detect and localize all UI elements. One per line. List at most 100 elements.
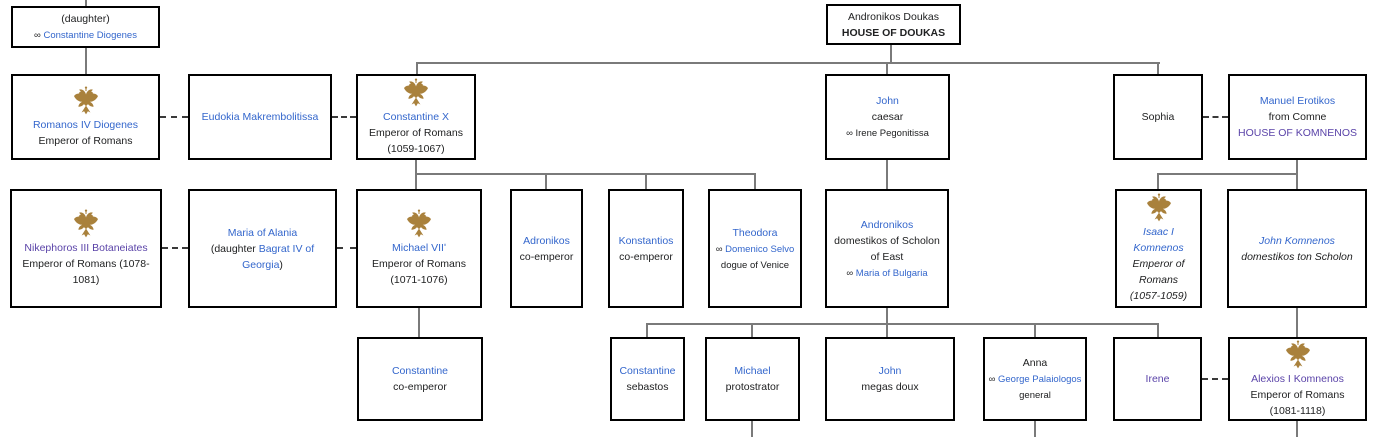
person-link[interactable]: Maria of Bulgaria: [855, 267, 928, 279]
person-box-text-line: ∞ Maria of Bulgaria: [830, 265, 944, 281]
person-text: co-emperor: [519, 250, 574, 263]
person-box-anna: Anna ∞ George Palaiologos general: [983, 337, 1087, 421]
connector-line: [1157, 64, 1159, 74]
person-link[interactable]: Constantine: [391, 365, 449, 377]
person-box-constantine-x: Constantine X Emperor of Romans(1059-1067…: [356, 74, 476, 160]
person-box-text-line: Emperor of Romans: [16, 133, 155, 149]
person-box-text-line: ∞ Irene Pegonitissa: [830, 125, 945, 141]
person-text: protostrator: [725, 381, 780, 393]
person-box-text-line: HOUSE OF KOMNENOS: [1233, 125, 1362, 141]
connector-line: [751, 421, 753, 437]
connector-line: [545, 175, 547, 189]
person-link[interactable]: Romanos IV Diogenes: [32, 118, 139, 131]
person-box-text-line: Irene: [1118, 371, 1197, 387]
connector-line: [1296, 308, 1298, 337]
person-link[interactable]: Adronikos: [523, 234, 570, 247]
person-link[interactable]: Alexios I Komnenos: [1251, 372, 1344, 385]
person-box-text-line: megas doux: [830, 379, 950, 395]
person-link[interactable]: John: [876, 95, 899, 107]
person-link[interactable]: Eudokia Makrembolitissa: [201, 111, 319, 123]
person-box-text-line: Eudokia Makrembolitissa: [193, 109, 327, 125]
marriage-dashed-line: [332, 116, 356, 118]
person-text: Anna: [1022, 357, 1048, 369]
person-box-text-line: ∞ Domenico Selvo: [713, 241, 797, 257]
person-box-text-line: co-emperor: [362, 379, 478, 395]
person-box-text-line: (1059-1067): [361, 141, 471, 157]
connector-line: [415, 173, 756, 175]
person-box-michael-vii: Michael VIIʹ Emperor of Romans (1071-1076): [356, 189, 482, 308]
person-link[interactable]: Andronikos: [860, 218, 914, 231]
person-text: sebastos: [626, 381, 669, 393]
person-box-text-line: Adronikos: [515, 233, 578, 249]
connector-line: [416, 62, 1160, 64]
connector-line: [1296, 421, 1298, 437]
double-headed-eagle-icon: [403, 77, 429, 107]
person-link[interactable]: George Palaiologos: [997, 374, 1082, 385]
person-link[interactable]: Constantine X: [383, 110, 449, 123]
person-box-text-line: ∞ Constantine Diogenes: [16, 27, 155, 43]
connector-line: [646, 325, 648, 337]
person-box-text-line: Nikephoros III Botaneiates: [15, 240, 157, 256]
connector-line: [1296, 160, 1298, 173]
person-text: (1059-1067): [387, 142, 445, 155]
person-link[interactable]: John: [878, 365, 902, 377]
person-link[interactable]: Domenico Selvo: [725, 243, 795, 255]
person-text: caesar: [871, 111, 904, 123]
person-text: Sophia: [1141, 111, 1175, 123]
person-link[interactable]: Nikephoros III Botaneiates: [24, 242, 148, 254]
person-box-text-line: protostrator: [710, 379, 795, 395]
person-box-text-line: Emperor of Romans: [361, 125, 471, 141]
person-link[interactable]: Isaac I Komnenos: [1133, 226, 1184, 254]
connector-line: [890, 45, 892, 62]
person-box-john-caesar: John caesar ∞ Irene Pegonitissa: [825, 74, 950, 160]
person-box-eudokia-makrembolitissa: Eudokia Makrembolitissa: [188, 74, 332, 160]
person-link[interactable]: HOUSE OF KOMNENOS: [1237, 127, 1357, 139]
person-link[interactable]: Konstantios: [618, 234, 674, 247]
person-box-text-line: ∞ George Palaiologos: [988, 371, 1082, 387]
person-box-text-line: general: [988, 387, 1082, 403]
person-box-text-line: Michael VIIʹ: [361, 240, 477, 256]
person-link[interactable]: Irene: [1145, 373, 1170, 385]
person-box-text-line: Constantine X: [361, 109, 471, 125]
person-box-text-line: dogue of Venice: [713, 257, 797, 273]
person-link[interactable]: Maria of Alania: [227, 226, 298, 239]
person-text: Emperor of Romans: [372, 258, 466, 270]
person-text: ∞: [846, 267, 856, 279]
person-text: Emperor of Romans: [1132, 258, 1185, 286]
connector-line: [1157, 175, 1159, 189]
person-box-text-line: Anna: [988, 355, 1082, 371]
person-text: general: [1019, 390, 1051, 401]
person-link[interactable]: Bagrat IV of Georgia: [242, 242, 315, 271]
person-text: (daughter: [210, 242, 259, 255]
person-text: ∞: [34, 30, 44, 41]
marriage-dashed-line: [162, 247, 188, 249]
person-box-text-line: John Komnenos: [1232, 233, 1362, 249]
person-box-text-line: Maria of Alania: [193, 225, 332, 241]
person-text: Andronikos Doukas: [847, 10, 940, 23]
person-text: (1071-1076): [390, 274, 448, 286]
person-link[interactable]: Constantine: [619, 365, 676, 377]
person-box-text-line: Constantine: [615, 363, 680, 379]
person-link[interactable]: John Komnenos: [1259, 234, 1335, 247]
person-box-text-line: domestikos ton Scholon: [1232, 249, 1362, 265]
person-text: megas doux: [861, 381, 919, 393]
person-text: domestikos ton Scholon: [1241, 250, 1353, 263]
person-link[interactable]: Manuel Erotikos: [1259, 95, 1336, 107]
person-box-maria-of-alania: Maria of Alania (daughter Bagrat IV of Ge…: [188, 189, 337, 308]
person-link[interactable]: Michael: [734, 365, 771, 377]
person-link[interactable]: Theodora: [732, 226, 778, 239]
person-text: co-emperor: [393, 381, 447, 393]
person-text: (1081-1118): [1269, 404, 1326, 417]
connector-line: [754, 175, 756, 189]
person-text: Emperor of Romans (1078-1081): [22, 258, 150, 286]
person-box-text-line: Theodora: [713, 225, 797, 241]
person-link[interactable]: Michael VIIʹ: [392, 242, 446, 254]
person-link[interactable]: Constantine Diogenes: [43, 30, 137, 41]
